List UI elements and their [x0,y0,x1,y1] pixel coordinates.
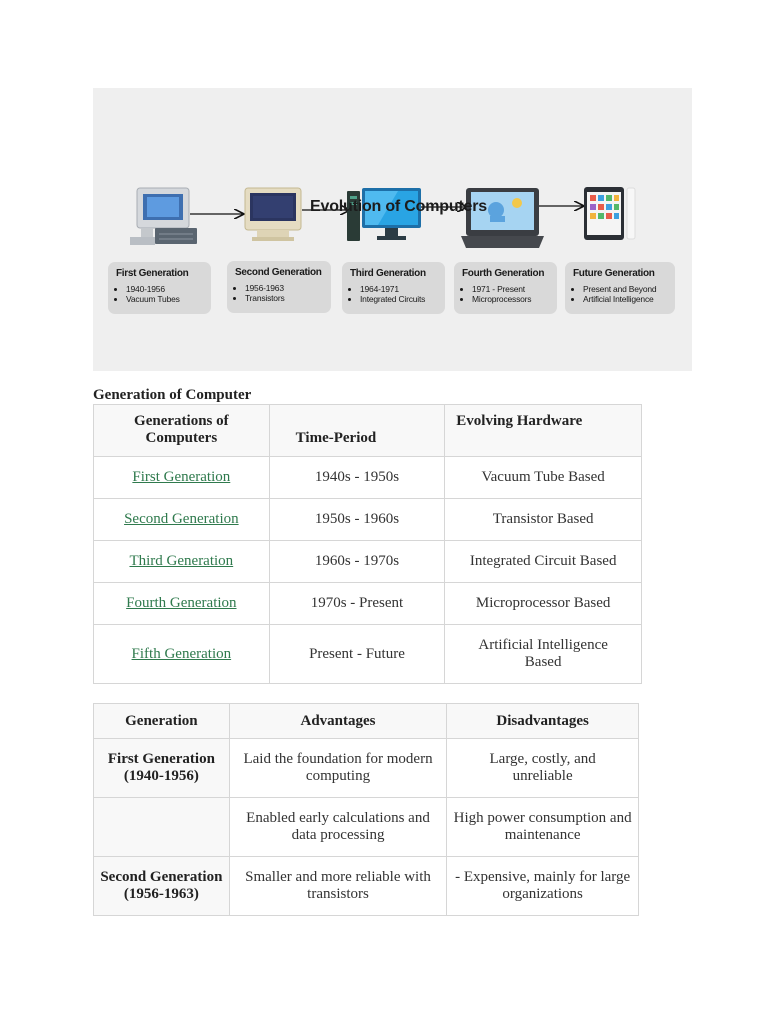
card-bullet: Integrated Circuits [360,294,445,304]
hardware-cell: Microprocessor Based [444,582,642,625]
table-row: First Generation 1940s - 1950s Vacuum Tu… [93,456,642,499]
generation-cell: Fourth Generation [93,582,270,625]
advantage-cell: Laid the foundation for modern computing [228,738,448,798]
table-row: Third Generation 1960s - 1970s Integrate… [93,540,642,583]
computer-illustrations [130,187,636,248]
hardware-cell: Artificial Intelligence Based [444,624,642,684]
hardware-cell: Vacuum Tube Based [444,456,642,499]
card-bullet: 1956-1963 [245,283,331,293]
card-title: Future Generation [573,268,655,279]
card-title: Third Generation [350,268,426,279]
table-row: Enabled early calculations and data proc… [93,797,639,857]
card-bullet: Transistors [245,293,331,303]
third-generation-computer-icon [347,188,421,241]
generation-cell: First Generation (1940-1956) [93,738,230,798]
generation-cell [93,797,230,857]
column-header-evolving-hardware: Evolving Hardware [444,404,642,457]
card-bullet: Present and Beyond [583,284,675,294]
generation-cell: First Generation [93,456,270,499]
period-cell: Present - Future [268,624,446,684]
card-bullet: Microprocessors [472,294,557,304]
card-fourth-generation: Fourth Generation 1971 - PresentMicropro… [454,262,557,314]
table-header-row: Generation Advantages Disadvantages [93,703,639,739]
first-generation-link[interactable]: First Generation [132,469,231,485]
second-generation-link[interactable]: Second Generation [124,511,239,527]
card-bullet: 1971 - Present [472,284,557,294]
card-bullet: Vacuum Tubes [126,294,211,304]
period-cell: 1970s - Present [268,582,446,625]
third-generation-link[interactable]: Third Generation [129,553,234,569]
table-row: First Generation (1940-1956) Laid the fo… [93,738,639,798]
figure-title: Evolution of Computers [310,198,487,215]
fifth-generation-link[interactable]: Fifth Generation [131,645,232,662]
generation-cell: Fifth Generation [93,624,270,684]
card-bullet: 1940-1956 [126,284,211,294]
generations-table: Generations of Computers Time-Period Evo… [93,404,642,684]
period-cell: 1950s - 1960s [268,498,446,541]
card-bullet: 1964-1971 [360,284,445,294]
card-bullet: Artificial Intelligence [583,294,675,304]
section-caption: Generation of Computer [93,387,252,403]
table-row: Fourth Generation 1970s - Present Microp… [93,582,642,625]
card-title: Second Generation [235,267,322,278]
column-header-generations: Generations of Computers [93,404,270,457]
card-future-generation: Future Generation Present and BeyondArti… [565,262,675,314]
advantage-cell: Enabled early calculations and data proc… [228,797,448,857]
generation-cell: Second Generation [93,498,270,541]
column-header-advantages: Advantages [228,703,448,739]
card-second-generation: Second Generation 1956-1963Transistors [227,261,331,313]
advantage-cell: Smaller and more reliable with transisto… [228,856,448,916]
generation-cell: Third Generation [93,540,270,583]
table-row: Fifth Generation Present - Future Artifi… [93,624,642,684]
disadvantage-cell: Large, costly, and unreliable [446,738,639,798]
fourth-generation-laptop-icon [461,188,544,248]
card-title: Fourth Generation [462,268,545,279]
card-first-generation: First Generation 1940-1956Vacuum Tubes [108,262,211,314]
table-header-row: Generations of Computers Time-Period Evo… [93,404,642,457]
fourth-generation-link[interactable]: Fourth Generation [126,595,237,611]
column-header-generation: Generation [93,703,230,739]
card-third-generation: Third Generation 1964-1971Integrated Cir… [342,262,445,314]
future-tablet-icon [584,187,636,240]
table-row: Second Generation (1956-1963) Smaller an… [93,856,639,916]
column-header-disadvantages: Disadvantages [446,703,639,739]
disadvantage-cell: - Expensive, mainly for large organizati… [446,856,639,916]
period-cell: 1940s - 1950s [268,456,446,499]
evolution-infographic: Evolution of Computers First Generation … [93,88,692,371]
period-cell: 1960s - 1970s [268,540,446,583]
advantages-table: Generation Advantages Disadvantages Firs… [93,703,639,916]
table-row: Second Generation 1950s - 1960s Transist… [93,498,642,541]
hardware-cell: Transistor Based [444,498,642,541]
first-generation-computer-icon [130,187,197,245]
column-header-time-period: Time-Period [268,404,446,457]
hardware-cell: Integrated Circuit Based [444,540,642,583]
generation-cell: Second Generation (1956-1963) [93,856,230,916]
disadvantage-cell: High power consumption and maintenance [446,797,639,857]
second-generation-computer-icon [244,187,302,241]
card-title: First Generation [116,268,189,279]
